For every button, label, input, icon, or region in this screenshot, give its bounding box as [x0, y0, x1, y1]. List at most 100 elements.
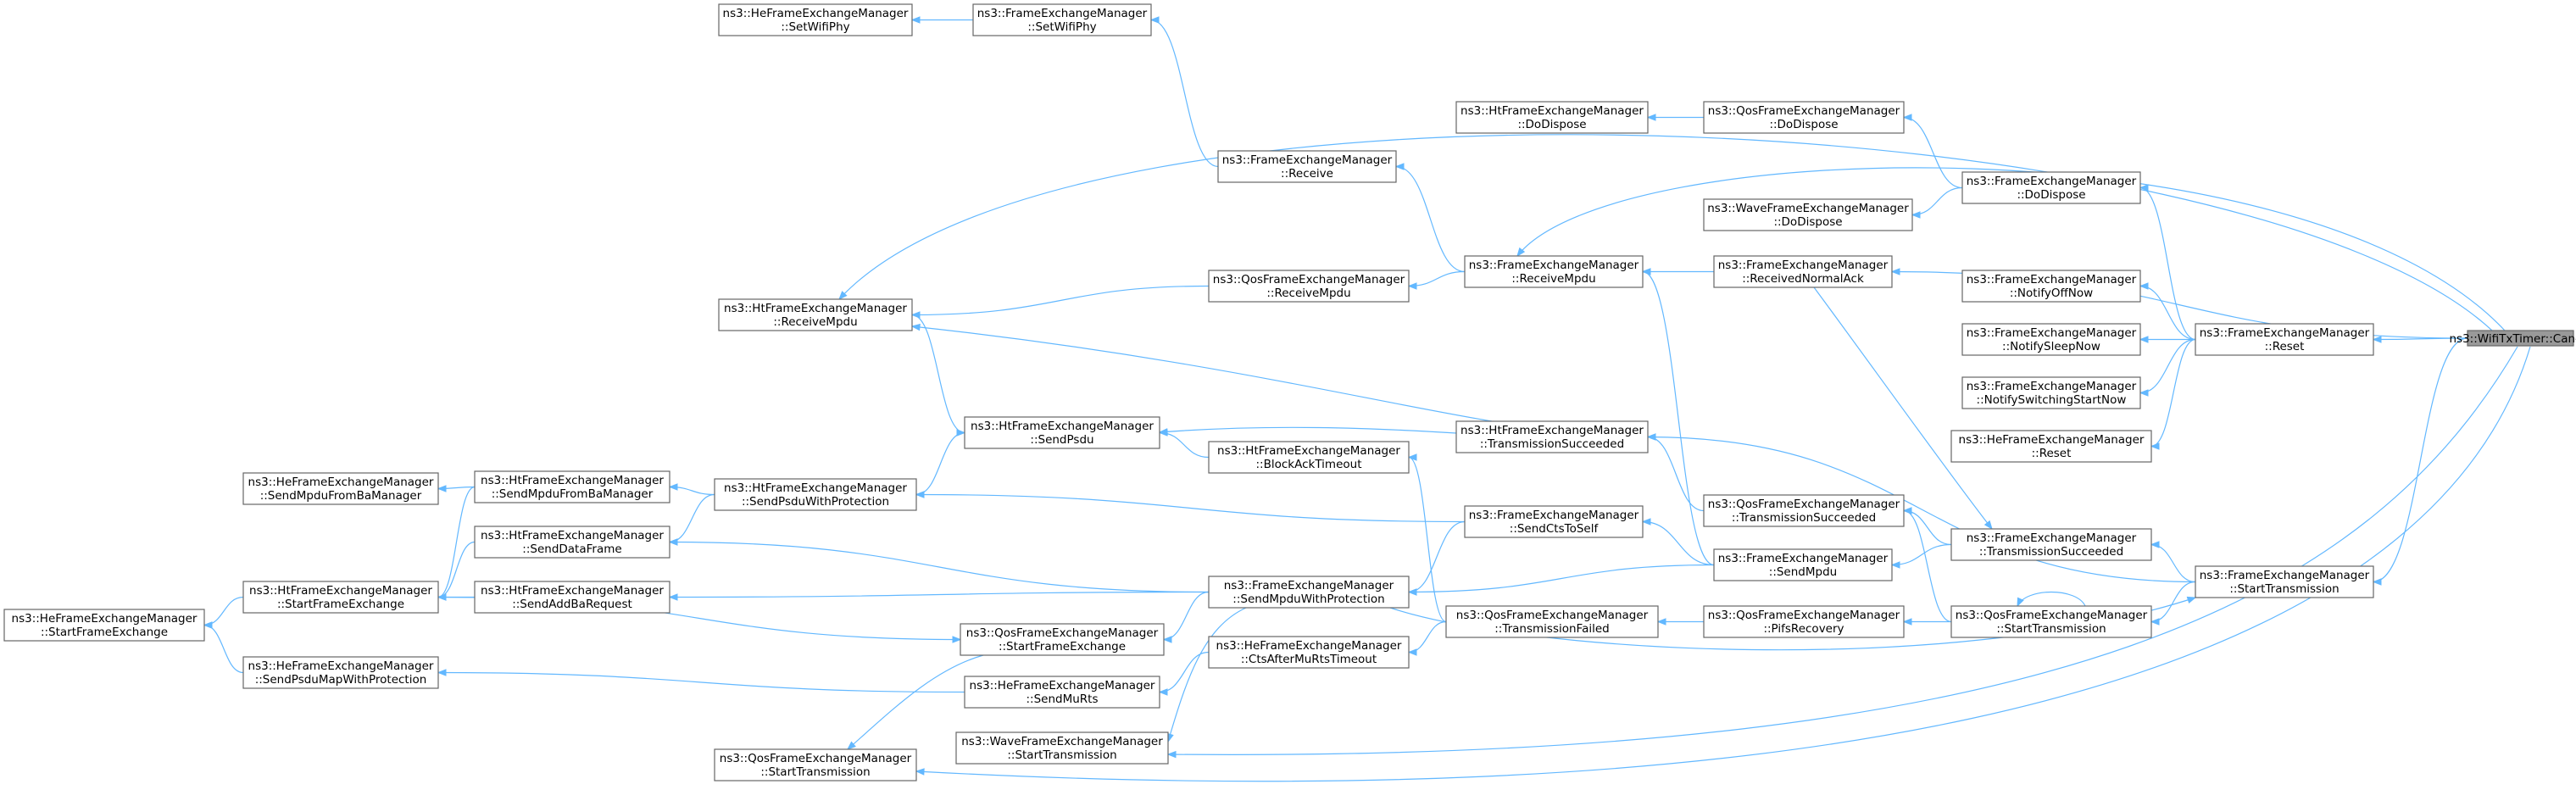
edge-arrowhead — [1890, 268, 1900, 275]
node-box — [3, 609, 205, 642]
node-box — [1208, 441, 1410, 474]
node-box — [1713, 548, 1893, 581]
node-ht_blockack[interactable]: ns3::HtFrameExchangeManager::BlockAckTim… — [1208, 441, 1410, 474]
node-label-line1: ns3::FrameExchangeManager — [1718, 552, 1889, 565]
node-label-line2: ::SendPsdu — [1030, 433, 1093, 447]
node-wave_starttx[interactable]: ns3::WaveFrameExchangeManager::StartTran… — [955, 731, 1169, 765]
node-fem_notifyswitch[interactable]: ns3::FrameExchangeManager::NotifySwitchi… — [1961, 376, 2141, 409]
edge-fem_notifysleep-to-fem_reset — [2139, 336, 2195, 343]
edge-ht_setphy-to-fem_setphy — [910, 16, 973, 24]
node-label-line1: ns3::FrameExchangeManager — [1967, 326, 2137, 340]
node-qos_starttx[interactable]: ns3::QosFrameExchangeManager::StartTrans… — [1950, 605, 2152, 638]
node-label-line1: ns3::HtFrameExchangeManager — [249, 584, 432, 598]
edge-line — [911, 314, 965, 434]
node-box — [1950, 605, 2152, 638]
edge-line — [437, 671, 965, 693]
node-fem_setphy[interactable]: ns3::FrameExchangeManager::SetWifiPhy — [972, 3, 1152, 36]
node-fem_recvnormack[interactable]: ns3::FrameExchangeManager::ReceivedNorma… — [1713, 255, 1893, 288]
node-ht_senddata[interactable]: ns3::HtFrameExchangeManager::SendDataFra… — [474, 526, 670, 559]
edge-arrowhead — [2186, 596, 2197, 603]
node-fem_txsucc[interactable]: ns3::FrameExchangeManager::TransmissionS… — [1950, 528, 2152, 561]
node-ht_sendmpdufromba[interactable]: ns3::HtFrameExchangeManager::SendMpduFro… — [474, 470, 670, 503]
node-he_sendpsdumap[interactable]: ns3::HeFrameExchangeManager::SendPsduMap… — [242, 656, 439, 689]
node-label-line1: ns3::HtFrameExchangeManager — [971, 420, 1154, 433]
node-label-line1: ns3::HeFrameExchangeManager — [12, 612, 198, 626]
node-ht_setphy[interactable]: ns3::HeFrameExchangeManager::SetWifiPhy — [718, 3, 913, 36]
edge-ht_sendpsdu-to-ht_txsucc — [1158, 426, 1457, 436]
node-he_sendmurts[interactable]: ns3::HeFrameExchangeManager::SendMuRts — [964, 676, 1160, 709]
node-label-line1: ns3::QosFrameExchangeManager — [720, 752, 912, 765]
edge-arrowhead — [1162, 636, 1172, 643]
node-qos_txsucc[interactable]: ns3::QosFrameExchangeManager::Transmissi… — [1703, 494, 1905, 527]
node-ht_recvmpdu[interactable]: ns3::HtFrameExchangeManager::ReceiveMpdu — [718, 298, 913, 331]
node-fem_dodispose[interactable]: ns3::FrameExchangeManager::DoDispose — [1961, 171, 2141, 204]
node-label-line1: ns3::HeFrameExchangeManager — [970, 679, 1155, 692]
node-fem_notifysleep[interactable]: ns3::FrameExchangeManager::NotifySleepNo… — [1961, 323, 2141, 356]
node-fem_sendcts[interactable]: ns3::FrameExchangeManager::SendCtsToSelf — [1464, 505, 1644, 538]
edge-line — [1159, 651, 1210, 693]
edge-arrowhead — [952, 636, 962, 643]
node-box — [1703, 494, 1905, 527]
node-box — [1961, 376, 2141, 409]
edge-line — [1642, 520, 1715, 566]
node-box — [474, 581, 670, 614]
edge-arrowhead — [668, 593, 678, 601]
node-label-line2: ::TransmissionSucceeded — [1732, 511, 1876, 525]
node-qos_starttx2[interactable]: ns3::QosFrameExchangeManager::StartTrans… — [714, 748, 917, 781]
node-qos_pifs[interactable]: ns3::QosFrameExchangeManager::PifsRecove… — [1703, 605, 1905, 638]
edge-arrowhead — [1911, 211, 1921, 219]
edge-arrowhead — [1890, 561, 1900, 569]
edge-line — [915, 431, 965, 496]
node-fem_sendmpduprot[interactable]: ns3::FrameExchangeManager::SendMpduWithP… — [1208, 576, 1410, 609]
node-ht_sendpsduprot[interactable]: ns3::HtFrameExchangeManager::SendPsduWit… — [714, 478, 917, 511]
node-qos_dodispose[interactable]: ns3::QosFrameExchangeManager::DoDispose — [1703, 101, 1905, 134]
edge-arrowhead — [1656, 618, 1666, 626]
edge-arrowhead — [1166, 750, 1177, 759]
node-label-line2: ::NotifySwitchingStartNow — [1977, 393, 2127, 407]
node-wave_dodispose[interactable]: ns3::WaveFrameExchangeManager::DoDispose — [1703, 198, 1913, 231]
edge-arrowhead — [910, 16, 921, 24]
edge-arrowhead — [2139, 184, 2149, 192]
node-fem_starttx[interactable]: ns3::FrameExchangeManager::StartTransmis… — [2195, 565, 2374, 598]
node-fem_notifyoff[interactable]: ns3::FrameExchangeManager::NotifyOffNow — [1961, 270, 2141, 303]
node-qos_startfe[interactable]: ns3::QosFrameExchangeManager::StartFrame… — [960, 623, 1165, 656]
node-cancel[interactable]: ns3::WifiTxTimer::Cancel — [2450, 330, 2576, 347]
node-label-line2: ::TransmissionSucceeded — [1480, 437, 1624, 451]
node-label-line2: ::SendPsduWithProtection — [742, 495, 889, 509]
node-ht_sendaddba[interactable]: ns3::HtFrameExchangeManager::SendAddBaRe… — [474, 581, 670, 614]
edge-line — [1408, 520, 1466, 593]
node-he_startfe[interactable]: ns3::HeFrameExchangeManager::StartFrameE… — [3, 609, 205, 642]
edge-line — [1647, 436, 1705, 512]
edge-fem_txsucc-to-fem_starttx — [2150, 541, 2196, 583]
node-box — [1208, 636, 1410, 669]
node-fem_receive[interactable]: ns3::FrameExchangeManager::Receive — [1217, 150, 1397, 183]
node-fem_recvmpdu[interactable]: ns3::FrameExchangeManager::ReceiveMpdu — [1464, 255, 1644, 288]
node-he_ctsaftermurts[interactable]: ns3::HeFrameExchangeManager::CtsAfterMuR… — [1208, 636, 1410, 669]
node-label-line2: ::NotifyOffNow — [2010, 286, 2093, 300]
node-ht_startfe[interactable]: ns3::HtFrameExchangeManager::StartFrameE… — [242, 581, 439, 614]
node-fem_reset[interactable]: ns3::FrameExchangeManager::Reset — [2195, 323, 2374, 356]
edge-fem_notifyoff-to-fem_reset — [2139, 282, 2196, 341]
node-label-line2: ::SendMpduWithProtection — [1232, 592, 1384, 606]
node-ht_dodispose[interactable]: ns3::HtFrameExchangeManager::DoDispose — [1455, 101, 1649, 134]
edge-line — [2150, 338, 2196, 448]
node-box — [1961, 270, 2141, 303]
node-label-line2: ::StartTransmission — [2229, 582, 2339, 596]
node-qos_txfail[interactable]: ns3::QosFrameExchangeManager::Transmissi… — [1445, 605, 1659, 638]
edge-line — [1516, 167, 2506, 331]
node-label-line2: ::CtsAfterMuRtsTimeout — [1241, 653, 1377, 666]
edge-arrowhead — [2372, 578, 2382, 586]
node-ht_sendpsdu[interactable]: ns3::HtFrameExchangeManager::SendPsdu — [964, 416, 1160, 449]
node-label-line2: ::SendAddBaRequest — [512, 598, 632, 611]
node-box — [964, 676, 1160, 709]
node-he_sendmpdufromba[interactable]: ns3::HeFrameExchangeManager::SendMpduFro… — [242, 472, 439, 505]
edge-qos_txfail-to-qos_pifs — [1656, 618, 1704, 626]
node-qos_recvmpdu[interactable]: ns3::QosFrameExchangeManager::ReceiveMpd… — [1208, 270, 1410, 303]
node-box — [474, 470, 670, 503]
node-ht_txsucc[interactable]: ns3::HtFrameExchangeManager::Transmissio… — [1455, 420, 1649, 453]
node-fem_sendmpdu[interactable]: ns3::FrameExchangeManager::SendMpdu — [1713, 548, 1893, 581]
edge-line — [1159, 426, 1457, 434]
node-label-line2: ::TransmissionSucceeded — [1979, 545, 2123, 559]
edge-arrowhead — [838, 291, 848, 301]
node-he_reset[interactable]: ns3::HeFrameExchangeManager::Reset — [1950, 430, 2152, 463]
